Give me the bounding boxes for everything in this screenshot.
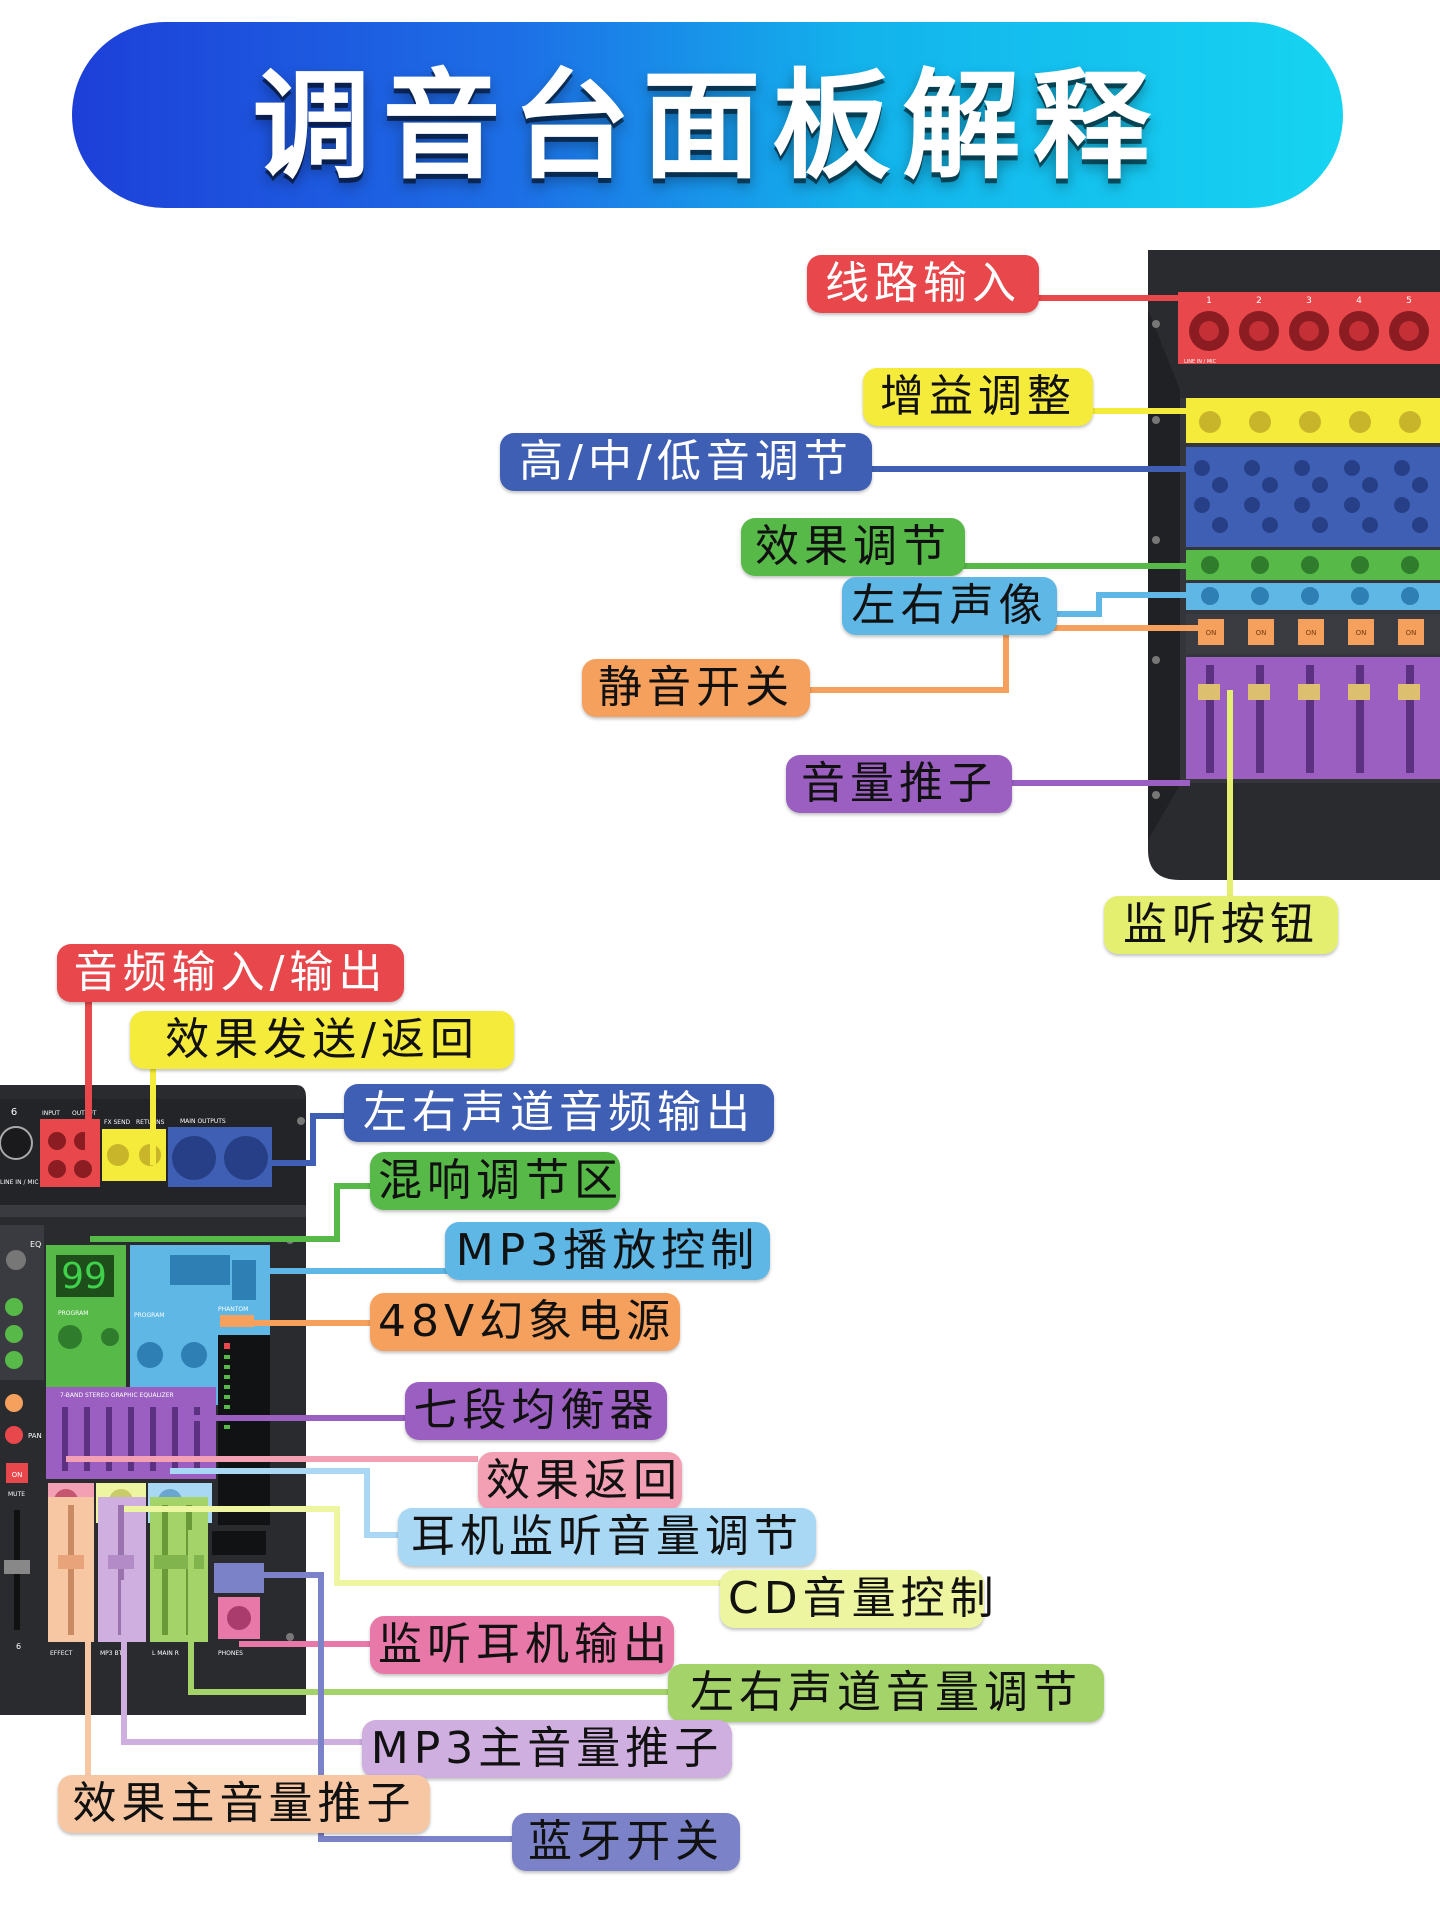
connector-reverb-b [334,1183,340,1242]
label-fx-send-return: 效果发送/返回 [130,1011,514,1069]
bottom-mixer-panel: 6 LINE IN / MIC INPUT OUTPUT FX SEND RET… [0,1085,306,1715]
connector-pan-a [1055,611,1099,617]
pan-label: PAN [28,1432,42,1440]
phantom-label: PHANTOM [218,1306,248,1313]
connector-mute-b [1003,625,1009,693]
label-phantom: 48V幻象电源 [370,1293,680,1351]
connector-fx-fader [85,1580,91,1780]
label-mp3: MP3播放控制 [445,1222,770,1280]
connector-fx-send-a [150,1065,156,1165]
mute-on-label: ON [1406,629,1417,637]
channel-6-bottom: 6 [16,1642,21,1651]
main-outputs-label: MAIN OUTPUTS [180,1118,226,1125]
connector-phantom [232,1320,374,1326]
connector-mute-a [808,687,1008,693]
label-reverb: 混响调节区 [370,1152,620,1210]
line-in-mic-label: LINE IN / MIC [1184,359,1217,365]
connector-pan-c [1096,592,1190,598]
label-fx-return: 效果返回 [478,1452,682,1510]
channel-number: 3 [1306,296,1312,306]
connector-lr-vol-b [188,1689,673,1695]
label-fx: 效果调节 [741,518,965,576]
page-title: 调音台面板解释 [252,56,1163,195]
connector-cd-c [334,1580,724,1586]
eq-label: EQ [30,1240,41,1249]
geq-title: 7-BAND STEREO GRAPHIC EQUALIZER [60,1392,174,1399]
label-fader: 音量推子 [786,755,1012,813]
mp3-bt-label: MP3 BT [100,1650,123,1657]
connector-line-input [1036,295,1181,301]
connector-audio-io [85,1000,92,1160]
connector-hp-vol-c [364,1532,404,1538]
mute-label: MUTE [8,1491,25,1498]
effect-label: EFFECT [50,1650,73,1657]
label-pan: 左右声像 [842,577,1057,635]
connector-hp-out [239,1641,374,1647]
xlr-input-jacks [1189,311,1429,351]
connector-bt-c [318,1836,518,1842]
top-mixer-panel: 1 2 3 4 5 LINE IN / MIC ON ON ON ON ON [1148,250,1440,880]
effects-display: 99 [61,1256,107,1297]
connector-fx-return [66,1456,478,1462]
fx-send-label: FX SEND [104,1119,131,1126]
connector-geq [180,1415,410,1421]
connector-reverb-c [334,1183,374,1189]
label-lr-output: 左右声道音频输出 [344,1084,774,1142]
label-monitor: 监听按钮 [1104,896,1338,954]
connector-lr-out-a [270,1160,316,1166]
output-label: OUTPUT [72,1110,97,1117]
connector-mp3-fader-a [121,1580,127,1745]
connector-pan-b [1096,592,1102,617]
label-geq: 七段均衡器 [405,1382,667,1440]
connector-cd-a [124,1506,340,1512]
channel-number: 5 [1406,296,1412,306]
label-cd-vol: CD音量控制 [720,1570,994,1628]
l-main-r-label: L MAIN R [152,1650,179,1657]
connector-bt-a [240,1572,324,1578]
mute-on-label: ON [12,1471,23,1479]
label-fx-fader: 效果主音量推子 [58,1775,430,1833]
connector-cd-b [334,1506,340,1586]
connector-mute-c [1003,625,1198,631]
channel-number: 1 [1206,296,1212,306]
connector-gain [1090,408,1190,414]
mute-on-label: ON [1206,629,1217,637]
label-line-input: 线路输入 [807,255,1039,313]
mute-on-label: ON [1356,629,1367,637]
label-mp3-fader: MP3主音量推子 [362,1720,732,1778]
connector-hp-vol-b [364,1468,370,1538]
label-headphone-out: 监听耳机输出 [370,1616,674,1674]
connector-fader [1010,780,1190,786]
connector-lr-vol-a [188,1530,194,1695]
phones-label: PHONES [218,1650,243,1657]
label-lr-vol: 左右声道音量调节 [668,1664,1104,1722]
channel-6-number: 6 [11,1107,17,1118]
label-eq: 高/中/低音调节 [500,433,872,491]
connector-lr-out-c [310,1113,350,1119]
label-bluetooth: 蓝牙开关 [512,1813,740,1871]
connector-monitor [1227,690,1233,900]
connector-reverb-a [90,1236,340,1242]
label-audio-io: 音频输入/输出 [57,944,404,1002]
connector-eq [870,466,1190,472]
mute-on-label: ON [1256,629,1267,637]
channel-number: 2 [1256,296,1262,306]
label-gain: 增益调整 [863,368,1093,426]
label-headphone-vol: 耳机监听音量调节 [398,1508,816,1566]
connector-lr-out-b [310,1113,316,1166]
connector-bt-b [318,1572,324,1842]
connector-hp-vol-a [170,1468,370,1474]
mute-on-label: ON [1306,629,1317,637]
connector-fx [963,563,1190,569]
program-label: PROGRAM [58,1310,88,1317]
label-mute: 静音开关 [582,659,810,717]
input-label: INPUT [42,1110,60,1117]
connector-mp3-fader-b [121,1739,366,1745]
connector-mp3 [270,1268,450,1274]
mp3-program-label: PROGRAM [134,1312,164,1319]
line-in-mic-6-label: LINE IN / MIC [0,1179,39,1186]
channel-number: 4 [1356,296,1362,306]
title-banner: 调音台面板解释 [72,22,1343,208]
